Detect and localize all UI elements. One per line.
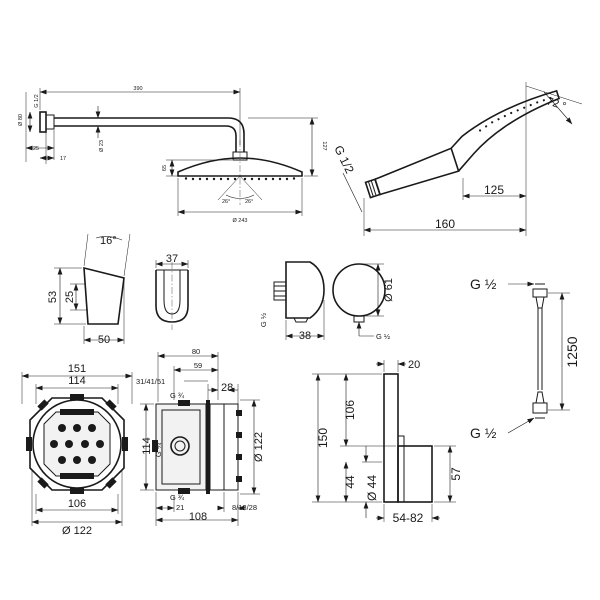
dim-side-adjust-range: 8/18/28 — [232, 503, 257, 512]
dim-wall-depth: 25 — [33, 146, 39, 152]
dim-outlet-diameter: Ø 61 — [383, 278, 395, 302]
thread-outlet-side: G ½ — [259, 312, 268, 327]
head-shower-nozzles — [184, 177, 296, 181]
dim-thermo-projection: 54-82 — [393, 511, 424, 525]
thread-side-bottom: G ¾ — [170, 493, 185, 502]
thread-side-top: G ¾ — [170, 391, 185, 400]
dim-tilt-left: 26° — [222, 199, 230, 205]
dim-holder-depth: 50 — [98, 334, 110, 346]
dim-holder-height: 53 — [47, 291, 59, 303]
thread-outlet-front: G ½ — [376, 332, 391, 341]
dim-side-bottom-offset: 21 — [176, 503, 184, 512]
dim-side-depths: 31/41/51 — [136, 377, 165, 386]
hose-view: 1250 G ½ G ½ — [470, 276, 580, 441]
dim-side-inner: 59 — [194, 361, 202, 370]
hand-shower-view: 72 ° G 1/2 125 160 — [331, 82, 583, 236]
thread-hand-shower: G 1/2 — [331, 143, 357, 176]
dim-arm-length: 390 — [133, 86, 142, 92]
dim-tilt-right: 26° — [245, 199, 253, 205]
dim-side-width: 80 — [192, 347, 200, 356]
dim-outlet-depth: 38 — [299, 330, 311, 342]
head-shower-view: 390 Ø 80 G 1/2 25 17 Ø 23 127 65 26° 26° — [18, 86, 327, 224]
dim-holder-inner: 25 — [64, 291, 76, 303]
thread-head: G 1/2 — [34, 94, 40, 107]
dim-thermo-height: 150 — [316, 428, 330, 448]
dim-thermo-upper: 106 — [343, 400, 357, 420]
dim-body-mount-diameter: Ø 122 — [62, 525, 92, 537]
dim-thermo-knob-diameter: Ø 44 — [365, 475, 379, 501]
dim-body-outer-width: 151 — [68, 363, 86, 375]
dim-hand-length: 160 — [435, 217, 455, 231]
basic-body-side-view: 80 59 31/41/51 28 G ¾ G ¾ G ¾ 11 — [136, 347, 265, 526]
dim-flange-thickness: 17 — [60, 156, 66, 162]
body-port-grid — [50, 424, 104, 464]
dim-head-height: 65 — [162, 165, 168, 171]
thread-side-left: G ¾ — [154, 442, 163, 457]
dim-holder-angle: 16° — [100, 235, 117, 247]
dim-thermo-knob-offset: 44 — [343, 475, 357, 489]
dim-hand-angle: 72 ° — [545, 95, 567, 113]
dim-side-cover-depth: 28 — [221, 382, 233, 394]
thread-hose-bottom: G ½ — [470, 425, 497, 441]
holder-view: 16° 53 25 50 37 — [47, 233, 189, 346]
dim-side-diameter: Ø 122 — [253, 432, 265, 462]
dim-hand-head-width: 125 — [484, 183, 504, 197]
wall-outlet-view: 38 G ½ Ø 61 G ½ — [259, 261, 395, 342]
dim-hose-length: 1250 — [564, 336, 580, 367]
dim-holder-width: 37 — [166, 253, 178, 265]
dim-body-inner-width: 114 — [68, 375, 86, 387]
basic-body-top-view: 151 114 106 Ø 122 — [21, 363, 133, 537]
dim-pipe-diameter: Ø 23 — [99, 140, 105, 152]
hand-shower-nozzles — [478, 96, 552, 132]
dim-thermo-knob-height: 57 — [449, 467, 463, 481]
dim-flange-diameter: Ø 80 — [18, 114, 24, 126]
dim-side-height: 114 — [141, 437, 153, 455]
dim-body-bottom-width: 106 — [68, 498, 86, 510]
dim-thermo-thickness: 20 — [408, 359, 420, 371]
thread-hose-top: G ½ — [470, 276, 497, 292]
dim-head-diameter: Ø 243 — [233, 218, 248, 224]
dim-side-total-width: 108 — [189, 511, 207, 523]
dim-drop: 127 — [321, 141, 327, 150]
thermostat-side-view: 20 150 106 44 Ø 44 57 54-82 — [312, 359, 463, 525]
